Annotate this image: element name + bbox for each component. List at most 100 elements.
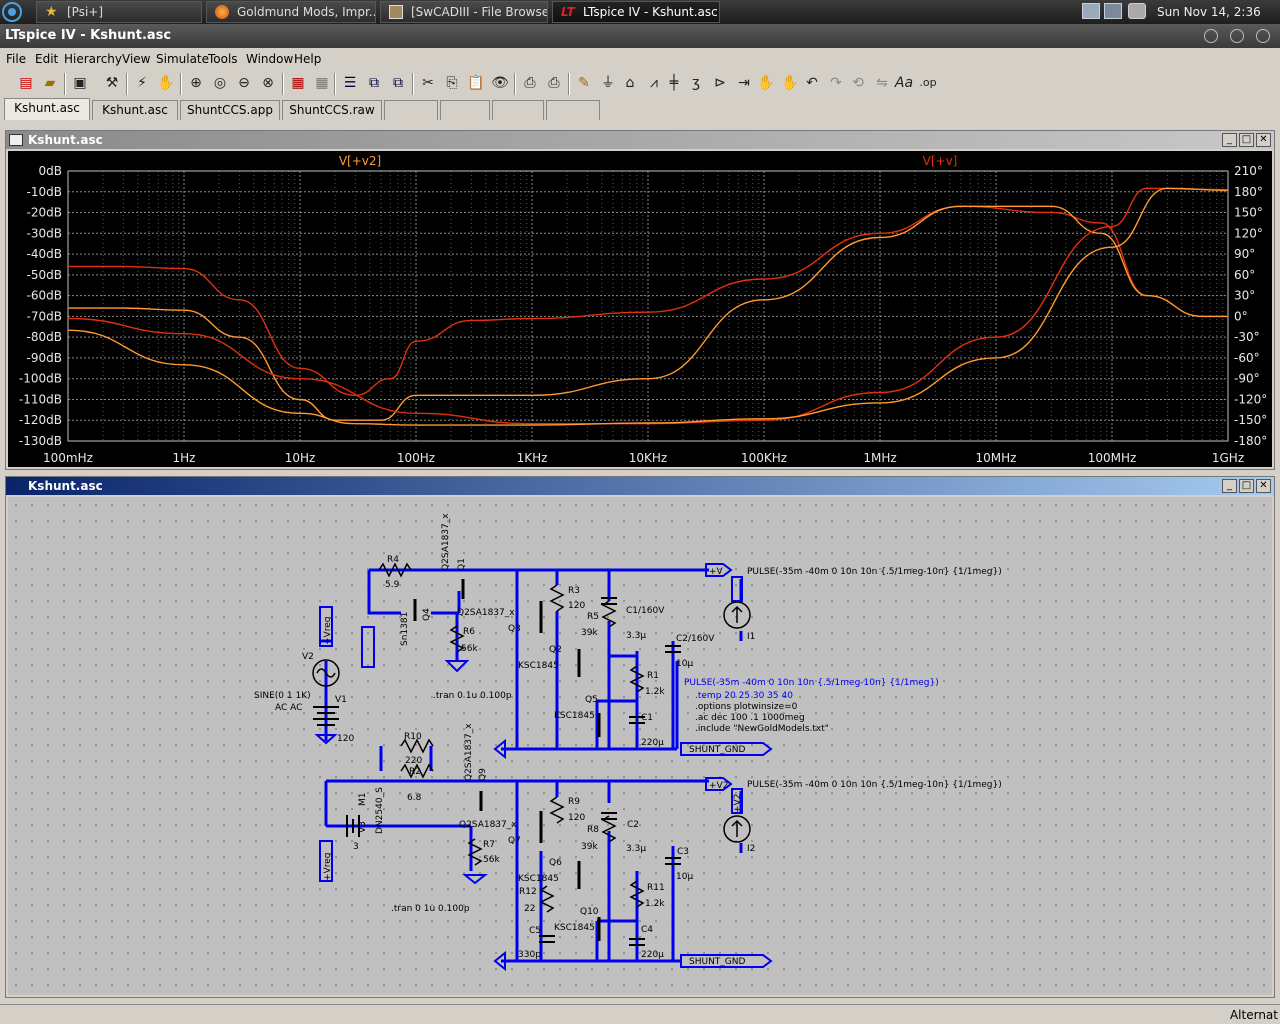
find-icon[interactable]: 👁 (491, 75, 509, 91)
move-icon[interactable]: ✋ (757, 75, 775, 91)
task-file-browser[interactable]: [SwCADIII - File Browser] (380, 1, 548, 23)
tile-vertical-icon[interactable]: ⧉ (369, 75, 379, 91)
paste-icon[interactable]: 📋 (467, 75, 485, 91)
y-left-tick-label: -90dB (27, 351, 62, 365)
task-ltspice[interactable]: LT LTspice IV - Kshunt.asc (552, 1, 720, 23)
pane-minimize-icon[interactable]: _ (1222, 479, 1237, 493)
component-icon[interactable]: ⇥ (738, 75, 750, 91)
new-schematic-icon[interactable]: ▤ (19, 75, 33, 91)
model-q5: KSC1845 (554, 711, 595, 721)
y-left-tick-label: -20dB (27, 206, 62, 220)
net-vreg: +Vreg (323, 617, 333, 645)
autorange-icon[interactable]: ▦ (291, 75, 305, 91)
system-menu-icon[interactable] (2, 2, 22, 22)
model-q1: Q2SA1837_x (441, 513, 451, 571)
tray-display-icon[interactable] (1082, 3, 1100, 19)
resistor-icon[interactable]: ⩘ (650, 75, 658, 91)
label-net-icon[interactable]: ⌂ (625, 75, 635, 91)
tab-kshunt-asc-1[interactable]: Kshunt.asc (4, 98, 90, 120)
halt-icon[interactable]: ✋ (157, 75, 175, 91)
redo-icon[interactable]: ↷ (830, 75, 842, 91)
tray-network-icon[interactable] (1104, 3, 1122, 19)
menu-window[interactable]: Window (246, 52, 294, 66)
draw-wire-icon[interactable]: ✎ (578, 75, 590, 91)
zoom-in-icon[interactable]: ⊕ (190, 75, 202, 91)
y-left-tick-label: -50dB (27, 268, 62, 282)
tile-horizontal-icon[interactable]: ☰ (343, 75, 357, 91)
menu-file[interactable]: File (6, 52, 27, 66)
ltspice-icon: LT (561, 5, 575, 19)
clock[interactable]: Sun Nov 14, 2:36 AM (1157, 5, 1261, 43)
schematic-pane-title: Kshunt.asc (28, 479, 103, 493)
menu-simulate[interactable]: Simulate (156, 52, 210, 66)
model-q9: Q2SA1837_x (464, 723, 474, 781)
menu-view[interactable]: View (122, 52, 151, 66)
menu-help[interactable]: Help (294, 52, 322, 66)
spice-directives[interactable]: PULSE(-35m -40m 0 10n 10n {.5/1meg-10n} … (684, 678, 939, 734)
zoom-fit-icon[interactable]: ⊗ (262, 75, 274, 91)
waveform-pane-titlebar[interactable]: Kshunt.asc _ □ ✕ (6, 131, 1274, 149)
rotate-icon[interactable]: ⟲ (852, 75, 864, 91)
y-right-tick-label: 0° (1234, 309, 1248, 323)
net-shunt-gnd-1: SHUNT_GND (689, 745, 746, 755)
mirror-icon[interactable]: ⇋ (876, 75, 888, 91)
task-psi[interactable]: ★ [Psi+] (36, 1, 202, 23)
tray-clipboard-icon[interactable] (1128, 3, 1146, 19)
text-icon[interactable]: Aa (894, 75, 914, 91)
diode-icon[interactable]: ⊳ (714, 75, 726, 91)
menu-tools[interactable]: Tools (208, 52, 238, 66)
window-titlebar[interactable]: LTspice IV - Kshunt.asc (0, 24, 1280, 48)
tab-empty-2[interactable] (440, 100, 490, 120)
menu-edit[interactable]: Edit (35, 52, 59, 66)
label-v2: V2 (302, 652, 314, 662)
tab-shuntccs-raw[interactable]: ShuntCCS.raw (282, 100, 382, 120)
pane-close-icon[interactable]: ✕ (1256, 133, 1271, 147)
menu-bar: File Edit Hierarchy View Simulate Tools … (0, 50, 1280, 68)
label-q4: Q4 (422, 608, 432, 621)
capacitor-icon[interactable]: ╪ (669, 75, 679, 91)
pick-trace-icon[interactable]: ▦ (315, 75, 329, 91)
schematic-drawing[interactable]: R4 5.9 Q2SA1837_x Q1 +V PULSE(-35m -40m … (8, 497, 1272, 995)
label-q2: Q2 (549, 645, 562, 655)
copy-icon[interactable]: ⎘ (446, 75, 458, 91)
task-firefox[interactable]: Goldmund Mods, Impr... (206, 1, 376, 23)
close-icon[interactable] (1256, 29, 1270, 43)
run-icon[interactable]: ⚡ (137, 75, 147, 91)
menu-hierarchy[interactable]: Hierarchy (64, 52, 123, 66)
print-icon[interactable]: ⎙ (548, 75, 560, 91)
tab-kshunt-asc-2[interactable]: Kshunt.asc (92, 100, 178, 120)
save-icon[interactable]: ▣ (73, 75, 87, 91)
open-icon[interactable]: ▰ (44, 75, 56, 91)
label-r8: R8 (587, 825, 599, 835)
y-left-tick-label: -10dB (27, 185, 62, 199)
status-text: Alternat (1229, 1008, 1278, 1022)
pane-maximize-icon[interactable]: □ (1239, 479, 1254, 493)
v1-value: 120 (337, 734, 354, 744)
pane-maximize-icon[interactable]: □ (1239, 133, 1254, 147)
tab-empty-4[interactable] (546, 100, 600, 120)
schematic-pane-titlebar[interactable]: Kshunt.asc _ □ ✕ (6, 477, 1274, 495)
minimize-icon[interactable] (1204, 29, 1218, 43)
label-i1: I1 (747, 632, 755, 642)
inductor-icon[interactable]: ʒ (691, 75, 701, 91)
toolbar: ▤ ▰ ▣ ⚒ ⚡ ✋ ⊕ ◎ ⊖ ⊗ ▦ ▦ ☰ ⧉ ⧉ ✂ ⎘ 📋 👁 ⎙ … (0, 70, 1280, 98)
control-panel-icon[interactable]: ⚒ (105, 75, 119, 91)
maximize-icon[interactable] (1230, 29, 1244, 43)
drag-icon[interactable]: ✋ (781, 75, 799, 91)
print-setup-icon[interactable]: ⎙ (524, 75, 536, 91)
schematic-canvas[interactable]: R4 5.9 Q2SA1837_x Q1 +V PULSE(-35m -40m … (8, 497, 1272, 995)
cascade-icon[interactable]: ⧉ (393, 75, 403, 91)
tab-empty-3[interactable] (492, 100, 544, 120)
ground-icon[interactable]: ⏚ (601, 75, 615, 91)
pan-icon[interactable]: ◎ (213, 75, 227, 91)
pane-close-icon[interactable]: ✕ (1256, 479, 1271, 493)
pane-minimize-icon[interactable]: _ (1222, 133, 1237, 147)
zoom-out-icon[interactable]: ⊖ (238, 75, 250, 91)
undo-icon[interactable]: ↶ (806, 75, 818, 91)
spice-directive-icon[interactable]: .op (919, 76, 937, 89)
cut-icon[interactable]: ✂ (422, 75, 434, 91)
tab-shuntccs-app[interactable]: ShuntCCS.app (180, 100, 280, 120)
tab-empty-1[interactable] (384, 100, 438, 120)
